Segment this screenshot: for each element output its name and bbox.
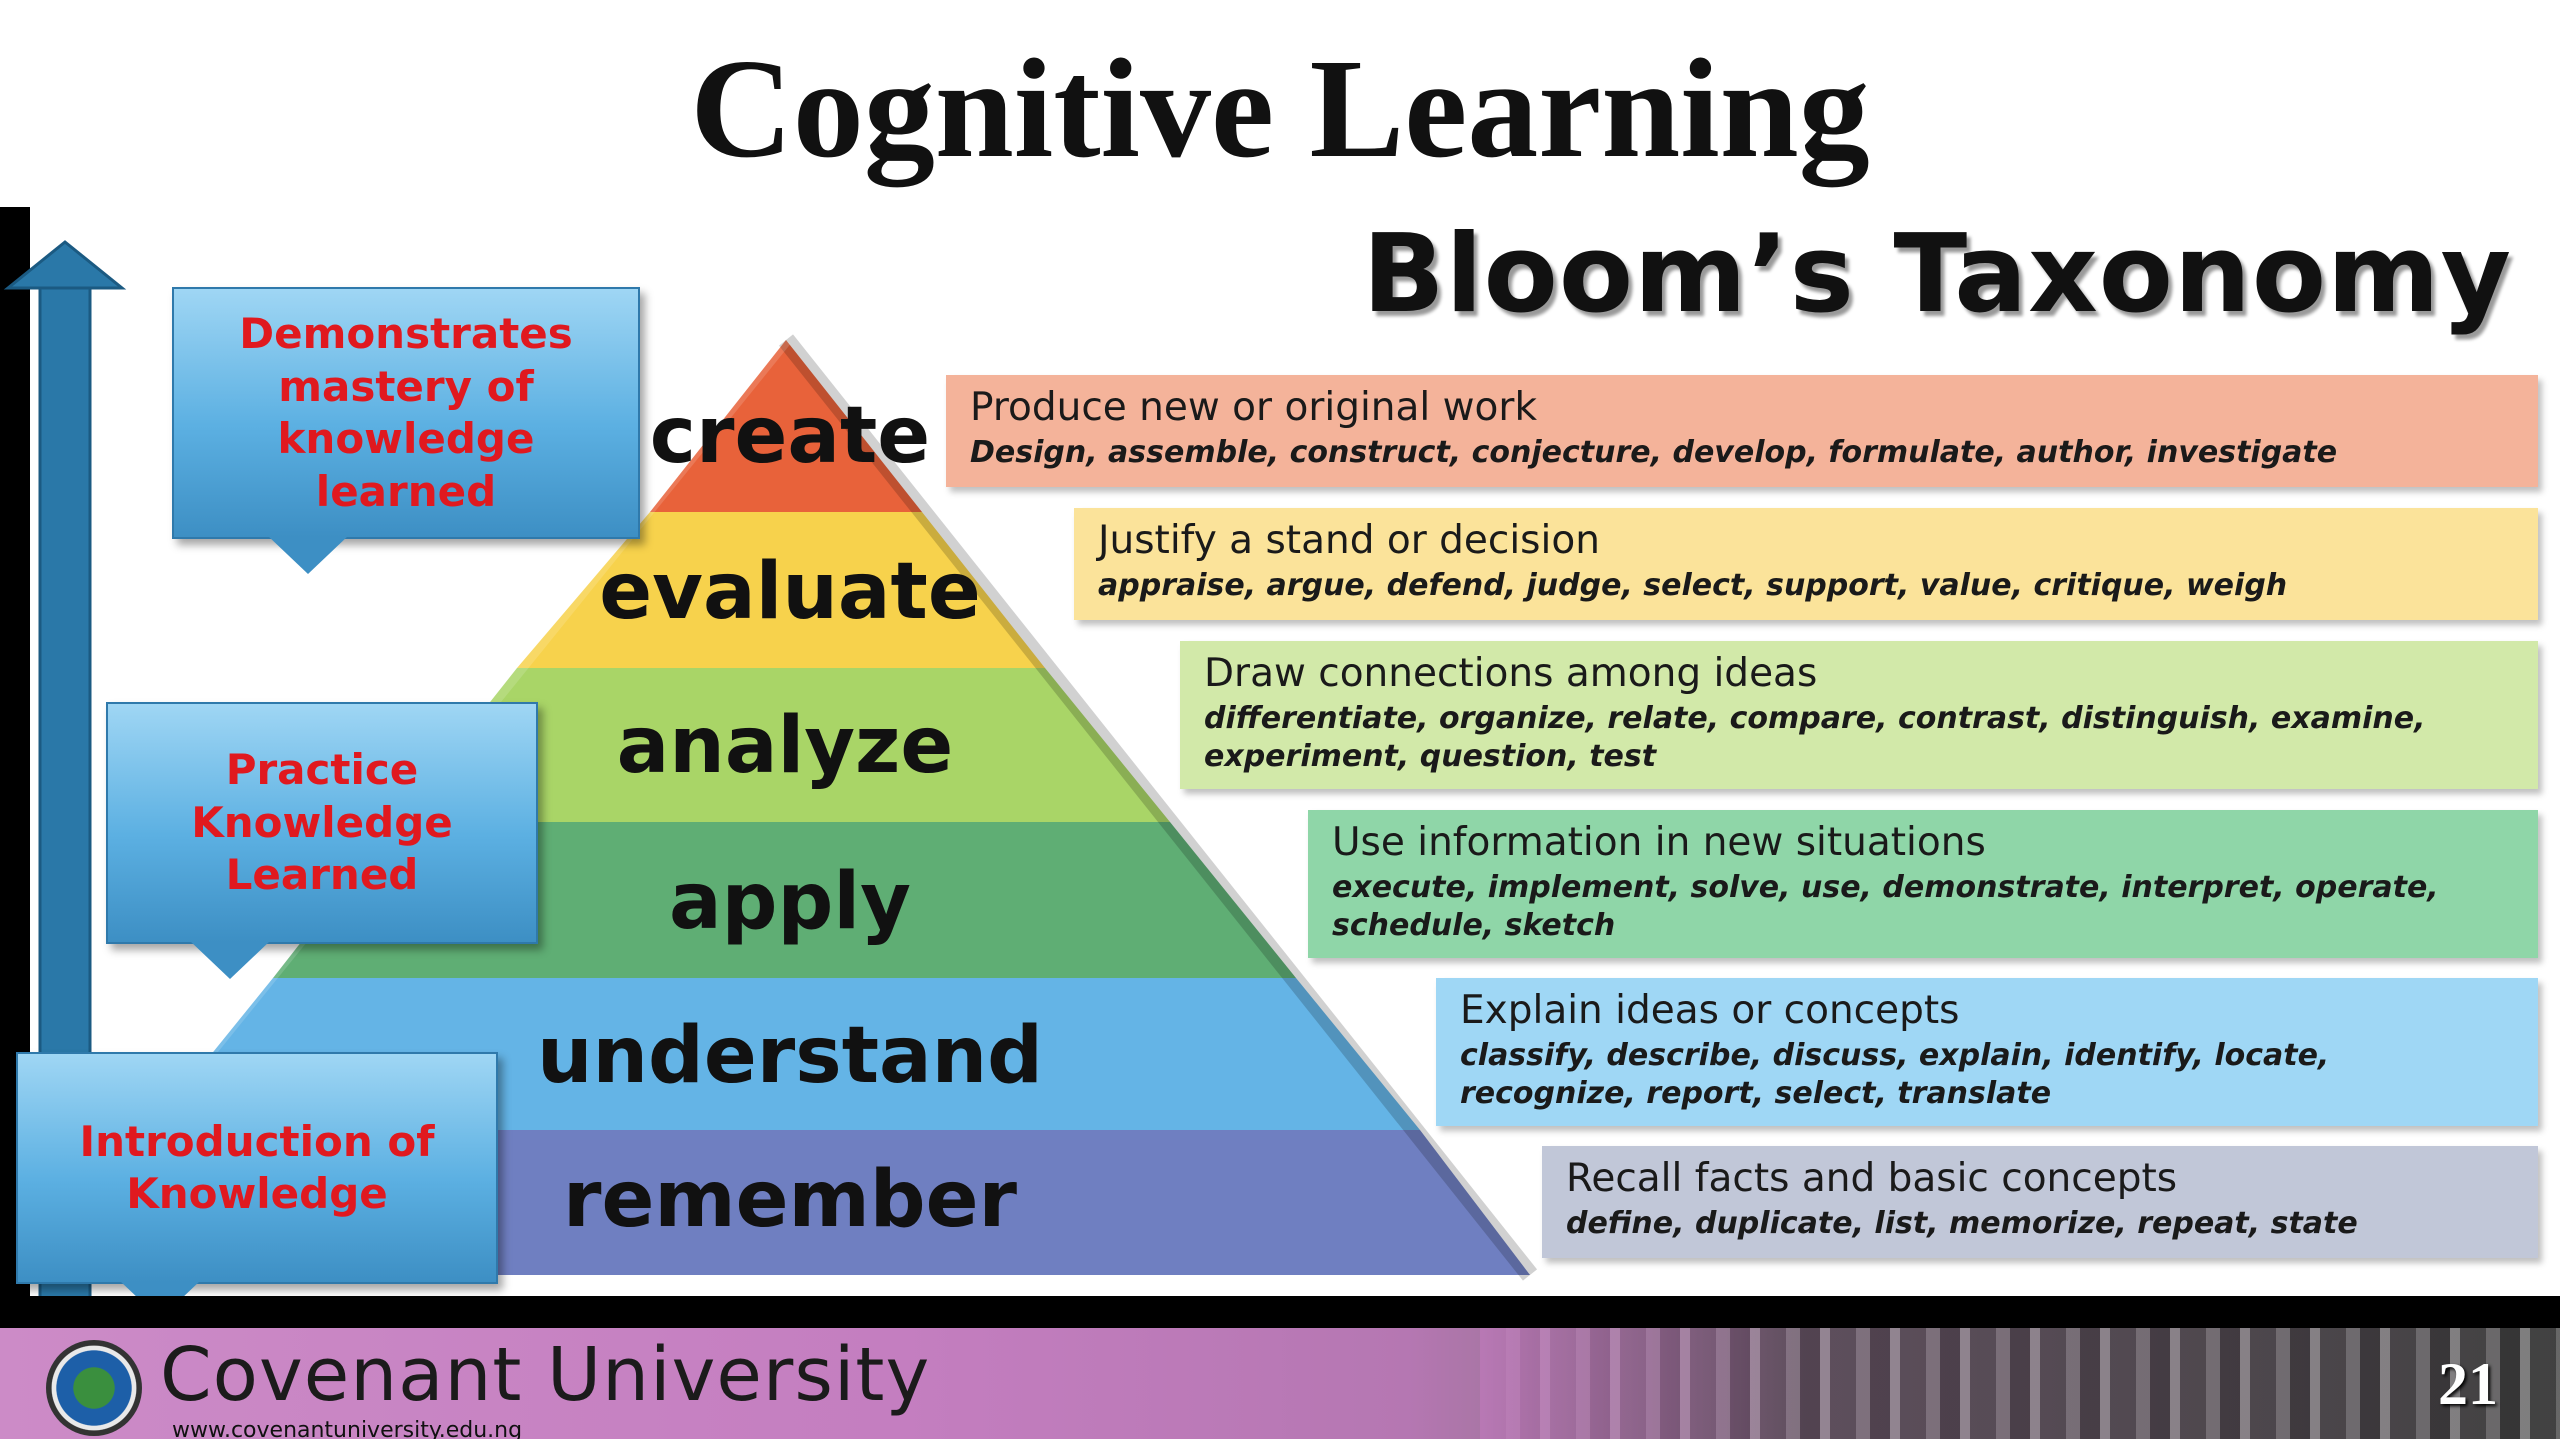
description-understand-verbs: classify, describe, discuss, explain, id… [1460,1038,2330,1111]
university-url: www.covenantuniversity.edu.ng [172,1418,523,1439]
level-word-analyze: analyze [617,701,954,791]
description-understand: Explain ideas or concepts classify, desc… [1436,978,2538,1126]
description-create: Produce new or original work Design, ass… [946,375,2538,487]
university-name: Covenant University [160,1332,931,1418]
description-apply-heading: Use information in new situations [1332,820,1986,865]
description-evaluate: Justify a stand or decision appraise, ar… [1074,508,2538,620]
diagram-title: Bloom’s Taxonomy [1362,212,2512,337]
callout-mastery-tail [268,536,348,574]
layer-create [650,340,922,512]
campus-photo-tint [1480,1328,2560,1439]
description-analyze-verbs: differentiate, organize, relate, compare… [1204,701,2426,774]
callout-introduction: Introduction of Knowledge [16,1052,498,1284]
callout-practice-line-3: Learned [225,850,419,900]
description-create-heading: Produce new or original work [970,385,1538,430]
callout-mastery-line-1: Demonstrates [239,309,573,358]
slide-title: Cognitive Learning [690,29,1870,187]
description-understand-heading: Explain ideas or concepts [1460,988,1960,1033]
callout-practice-line-1: Practice [225,745,419,795]
description-analyze-heading: Draw connections among ideas [1204,651,1818,696]
level-word-understand: understand [537,1011,1043,1101]
description-evaluate-verbs: appraise, argue, defend, judge, select, … [1098,568,2288,603]
page-number: 21 [2438,1351,2498,1417]
bottom-border [0,1296,2560,1328]
callout-practice-tail [190,941,270,979]
description-create-verbs: Design, assemble, construct, conjecture,… [970,435,2338,470]
layer-evaluate [517,512,1045,668]
description-remember-heading: Recall facts and basic concepts [1566,1156,2178,1201]
description-evaluate-heading: Justify a stand or decision [1098,518,1600,563]
description-apply: Use information in new situations execut… [1308,810,2538,958]
callout-introduction-line-2: Knowledge [126,1169,388,1218]
description-analyze: Draw connections among ideas differentia… [1180,641,2538,789]
level-word-apply: apply [669,857,911,947]
footer-banner: Covenant University www.covenantuniversi… [0,1328,2560,1439]
callout-introduction-line-1: Introduction of [79,1116,435,1166]
level-word-create: create [650,391,930,481]
level-word-evaluate: evaluate [599,547,980,637]
callout-practice-line-2: Knowledge [191,797,453,847]
callout-mastery: Demonstrates mastery of knowledge learne… [172,287,640,539]
callout-mastery-line-4: learned [315,466,497,516]
callout-mastery-line-2: mastery of [278,361,534,411]
description-apply-verbs: execute, implement, solve, use, demonstr… [1332,870,2439,943]
callout-mastery-line-3: knowledge [277,414,535,463]
university-logo-icon [46,1340,142,1436]
description-remember: Recall facts and basic concepts define, … [1542,1146,2538,1258]
level-word-remember: remember [563,1155,1018,1245]
callout-practice: Practice Knowledge Learned [106,702,538,944]
description-remember-verbs: define, duplicate, list, memorize, repea… [1566,1206,2358,1241]
layer-analyze [395,668,1170,822]
